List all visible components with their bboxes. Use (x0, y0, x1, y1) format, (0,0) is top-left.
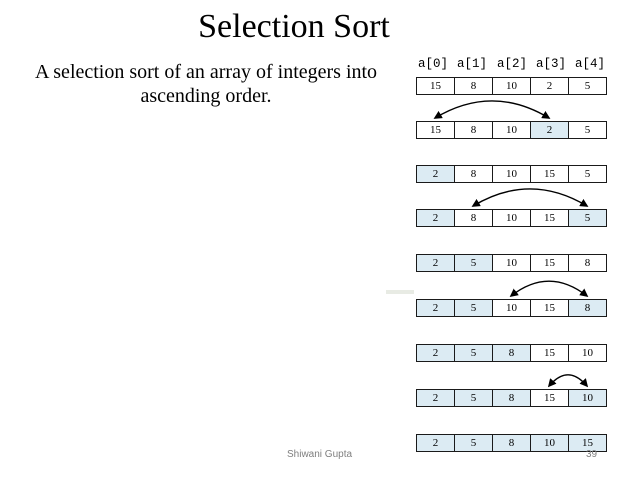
decorative-mark (386, 290, 414, 294)
array-cell: 2 (416, 209, 455, 227)
slide-description: A selection sort of an array of integers… (34, 61, 378, 107)
array-cell: 2 (416, 299, 455, 317)
array-cell: 15 (530, 254, 569, 272)
index-header: a[2] (496, 57, 527, 71)
swap-arrow (433, 100, 551, 119)
array-cell: 2 (416, 389, 455, 407)
array-cell: 2 (530, 121, 569, 139)
array-cell: 10 (568, 344, 607, 362)
array-cell: 15 (530, 209, 569, 227)
array-cell: 8 (454, 209, 493, 227)
array-cell: 5 (568, 209, 607, 227)
array-cell: 8 (492, 389, 531, 407)
array-cell: 10 (492, 254, 531, 272)
array-cell: 5 (568, 77, 607, 95)
array-cell: 5 (454, 254, 493, 272)
array-cell: 8 (568, 299, 607, 317)
array-cell: 10 (492, 299, 531, 317)
array-cell: 2 (416, 165, 455, 183)
array-cell: 10 (492, 209, 531, 227)
array-cell: 15 (530, 344, 569, 362)
index-header: a[4] (574, 57, 605, 71)
array-cell: 10 (492, 165, 531, 183)
index-header: a[1] (456, 57, 487, 71)
array-cell: 15 (530, 299, 569, 317)
array-cell: 15 (530, 165, 569, 183)
array-cell: 2 (416, 434, 455, 452)
array-cell: 5 (568, 121, 607, 139)
array-cell: 8 (454, 121, 493, 139)
array-cell: 5 (454, 434, 493, 452)
array-index-headers: a[0] a[1] a[2] a[3] a[4] (416, 57, 608, 73)
array-cell: 8 (492, 344, 531, 362)
page-number: 39 (586, 449, 598, 460)
array-cell: 5 (454, 389, 493, 407)
index-header: a[3] (535, 57, 566, 71)
swap-arrow (509, 280, 589, 298)
array-cell: 15 (416, 121, 455, 139)
array-cell: 15 (530, 389, 569, 407)
array-cell: 5 (454, 299, 493, 317)
index-header: a[0] (417, 57, 448, 71)
array-cell: 15 (568, 434, 607, 452)
array-cell: 5 (454, 344, 493, 362)
array-cell: 8 (568, 254, 607, 272)
array-cell: 2 (416, 254, 455, 272)
array-cell: 10 (568, 389, 607, 407)
array-cell: 2 (416, 344, 455, 362)
array-cell: 15 (416, 77, 455, 95)
swap-arrow (471, 188, 589, 207)
array-cell: 10 (492, 77, 531, 95)
array-cell: 8 (454, 165, 493, 183)
array-cell: 5 (568, 165, 607, 183)
array-cell: 8 (492, 434, 531, 452)
array-cell: 10 (530, 434, 569, 452)
array-cell: 10 (492, 121, 531, 139)
array-cell: 8 (454, 77, 493, 95)
slide-title: Selection Sort (198, 8, 390, 45)
footer-author: Shiwani Gupta (287, 449, 353, 460)
array-cell: 2 (530, 77, 569, 95)
swap-arrow (547, 374, 589, 388)
